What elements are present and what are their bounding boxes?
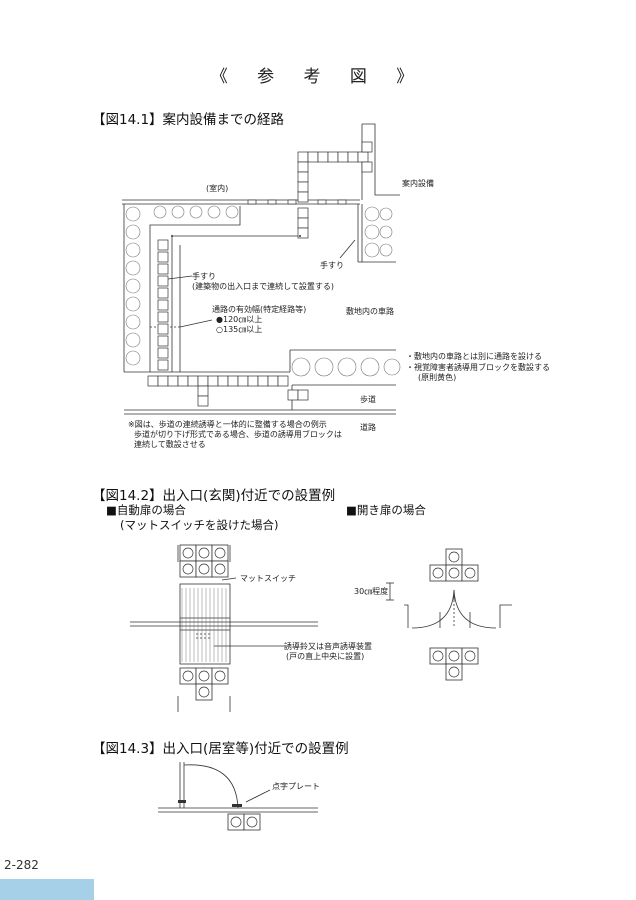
label-distance: 30㎝程度	[354, 587, 389, 596]
label-chime: 誘導鈴又は音声誘導装置	[284, 642, 372, 651]
label-handrail-note: (建築物の出入口まで連続して設置する)	[192, 282, 335, 291]
label-room: (室内)	[206, 184, 229, 193]
page-title: 《 参 考 図 》	[210, 67, 426, 87]
footnote-2: 歩道が切り下げ形式である場合、歩道の誘導用ブロックは	[134, 430, 342, 439]
note-3: (原則黄色)	[418, 373, 457, 382]
auto-door-subtitle: (マットスイッチを設けた場合)	[120, 518, 279, 532]
label-site-road: 敷地内の車路	[346, 307, 394, 316]
fig3-heading: 【図14.3】出入口(居室等)付近での設置例	[92, 741, 349, 757]
label-width: 通路の有効幅(特定経路等)	[212, 305, 307, 314]
label-handrail: 手すり	[192, 272, 216, 281]
page-number: 2-282	[4, 858, 39, 872]
fig2-heading: 【図14.2】出入口(玄関)付近での設置例	[92, 488, 336, 504]
label-mat-switch: マットスイッチ	[240, 574, 296, 583]
label-width-1: ●120㎝以上	[216, 315, 263, 324]
label-braille-plate: 点字プレート	[272, 782, 320, 791]
label-guide-facility: 案内設備	[402, 179, 434, 188]
fig1-heading: 【図14.1】案内設備までの経路	[92, 112, 285, 128]
label-sidewalk: 歩道	[360, 395, 376, 404]
swing-door-title: ■開き扉の場合	[346, 503, 426, 517]
label-width-2: ○135㎝以上	[216, 325, 263, 334]
footer-tab	[0, 879, 94, 900]
footnote-1: ※図は、歩道の連続誘導と一体的に整備する場合の例示	[128, 420, 327, 429]
note-1: ・敷地内の車路とは別に通路を設ける	[406, 352, 542, 361]
footnote-3: 連続して敷設させる	[134, 440, 206, 449]
label-chime-sub: (戸の直上中央に設置)	[286, 652, 365, 661]
auto-door-title: ■自動扉の場合	[106, 503, 186, 517]
note-2: ・視覚障害者誘導用ブロックを敷設する	[406, 363, 550, 372]
label-handrail-right: 手すり	[320, 261, 344, 270]
label-road: 道路	[360, 423, 376, 432]
